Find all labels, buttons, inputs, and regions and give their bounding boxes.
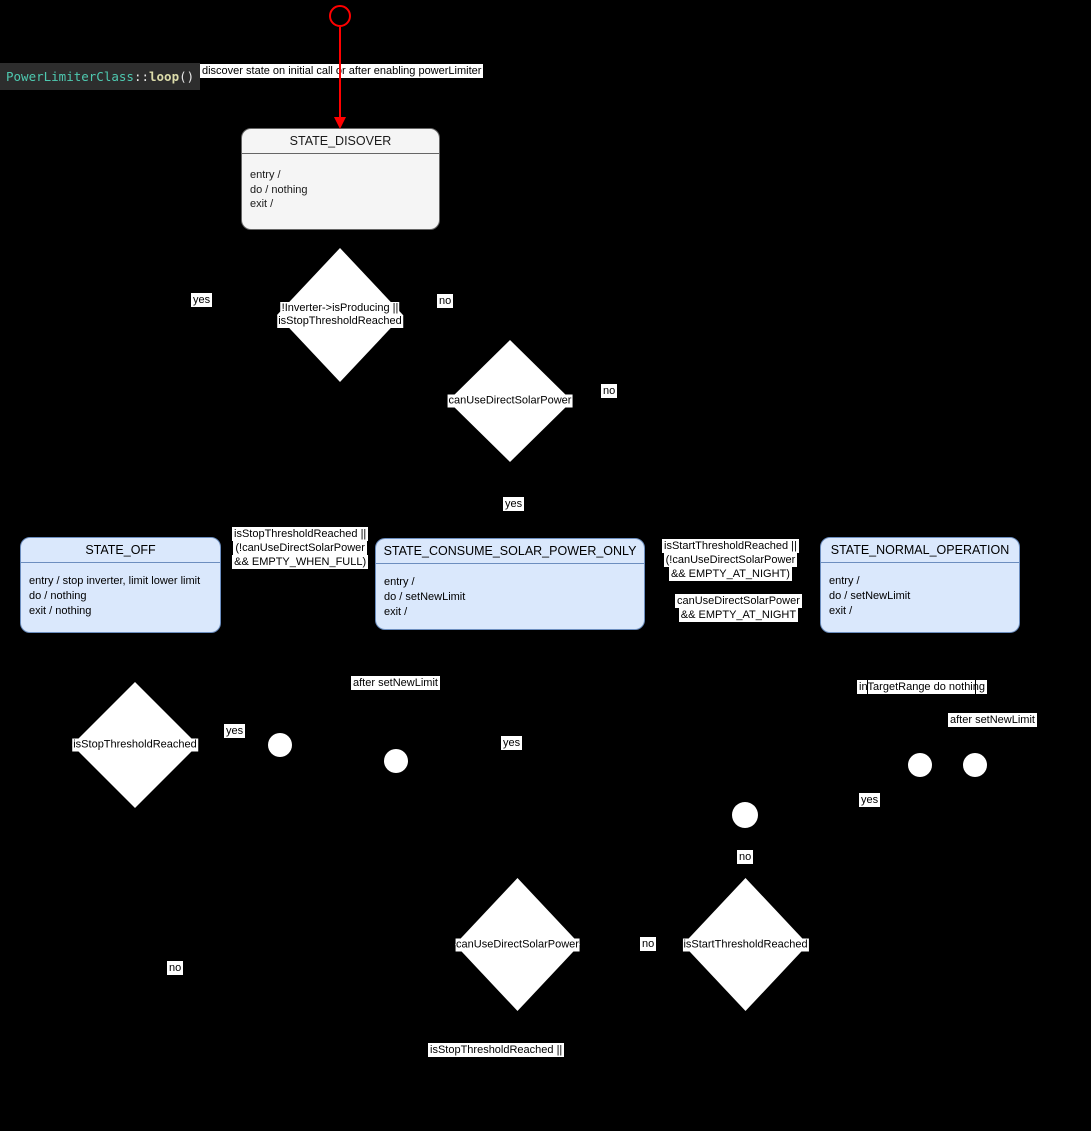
state-line: exit / [829, 605, 853, 617]
state-title: STATE_NORMAL_OPERATION [821, 538, 1019, 563]
edge-label-no: no [601, 384, 618, 398]
decision-can-use-direct-solar-power-2[interactable]: canUseDirectSolarPower [455, 878, 580, 1011]
state-line: do / setNewLimit [384, 591, 466, 603]
decision-label: canUseDirectSolarPower [455, 938, 580, 951]
edge-label-yes: yes [191, 293, 213, 307]
decision-label: canUseDirectSolarPower [447, 394, 573, 408]
edge-label-yes: yes [503, 497, 525, 511]
decision-can-use-direct-solar-power[interactable]: canUseDirectSolarPower [447, 340, 573, 462]
initial-transition-arrowhead-icon [334, 117, 346, 129]
edge-label-no: no [437, 294, 454, 308]
edge-label-no: no [737, 850, 754, 864]
edge-label-yes: yes [859, 793, 881, 807]
edge-label-in-target-range: inTargetRange do nothing [857, 680, 987, 694]
state-line: exit / [384, 606, 408, 618]
code-parens: () [179, 69, 195, 84]
code-label: PowerLimiterClass::loop() [0, 63, 201, 90]
edge-label-after-set-new-limit: after setNewLimit [351, 676, 440, 690]
state-line: do / nothing [250, 183, 308, 196]
transition-condition-label: isStartThresholdReached || (!canUseDirec… [662, 539, 799, 581]
junction-node[interactable] [732, 802, 758, 828]
junction-node[interactable] [908, 753, 932, 777]
state-body: entry / do / setNewLimit exit / [821, 563, 1019, 619]
state-line: do / setNewLimit [829, 590, 911, 602]
state-title: STATE_OFF [21, 538, 220, 563]
state-line: entry / [829, 575, 860, 587]
state-title: STATE_CONSUME_SOLAR_POWER_ONLY [376, 539, 644, 564]
state-line: exit / [250, 198, 274, 210]
state-title: STATE_DISOVER [242, 129, 439, 154]
state-line: do / nothing [29, 590, 87, 602]
initial-transition-line [339, 27, 341, 118]
connector-line [975, 678, 976, 698]
transition-condition-label: isStopThresholdReached || (!canUseDirect… [232, 527, 369, 569]
transition-condition-label: canUseDirectSolarPower && EMPTY_AT_NIGHT [675, 594, 802, 622]
edge-label-no: no [640, 937, 657, 951]
state-box-consume-solar-power-only[interactable]: STATE_CONSUME_SOLAR_POWER_ONLY entry / d… [375, 538, 645, 630]
junction-node[interactable] [963, 753, 987, 777]
connector-line [867, 678, 868, 698]
state-body: entry / stop inverter, limit lower limit… [21, 563, 220, 619]
edge-label-yes: yes [224, 724, 246, 738]
state-body: entry / do / setNewLimit exit / [376, 564, 644, 620]
state-line: entry / [250, 169, 281, 181]
decision-label: isStopThresholdReached [72, 738, 198, 752]
state-line: entry / [384, 576, 415, 588]
state-box-off[interactable]: STATE_OFF entry / stop inverter, limit l… [20, 537, 221, 633]
initial-state-node[interactable] [329, 5, 351, 27]
state-box-normal-operation[interactable]: STATE_NORMAL_OPERATION entry / do / setN… [820, 537, 1020, 633]
edge-label-after-set-new-limit: after setNewLimit [948, 713, 1037, 727]
state-line: exit / nothing [29, 605, 92, 617]
state-box-discover[interactable]: STATE_DISOVER entry / do / nothing exit … [241, 128, 440, 230]
decision-label: isStartThresholdReached [682, 938, 809, 951]
code-separator: :: [133, 69, 149, 84]
start-note-label: discover state on initial call or after … [200, 64, 484, 78]
code-method-name: loop [149, 69, 180, 84]
junction-node[interactable] [384, 749, 408, 773]
junction-node[interactable] [268, 733, 292, 757]
decision-is-stop-threshold-reached[interactable]: isStopThresholdReached [72, 682, 198, 808]
edge-label-yes: yes [501, 736, 523, 750]
state-body: entry / do / nothing exit / [242, 154, 439, 212]
code-class-name: PowerLimiterClass [6, 69, 134, 84]
state-line: entry / stop inverter, limit lower limit [29, 575, 201, 587]
transition-condition-label: isStopThresholdReached || [428, 1043, 565, 1057]
decision-inverter-producing[interactable]: !Inverter->isProducing || isStopThreshol… [277, 248, 403, 382]
decision-is-start-threshold-reached[interactable]: isStartThresholdReached [682, 878, 809, 1011]
edge-label-no: no [167, 961, 184, 975]
decision-label: !Inverter->isProducing || isStopThreshol… [277, 302, 403, 328]
